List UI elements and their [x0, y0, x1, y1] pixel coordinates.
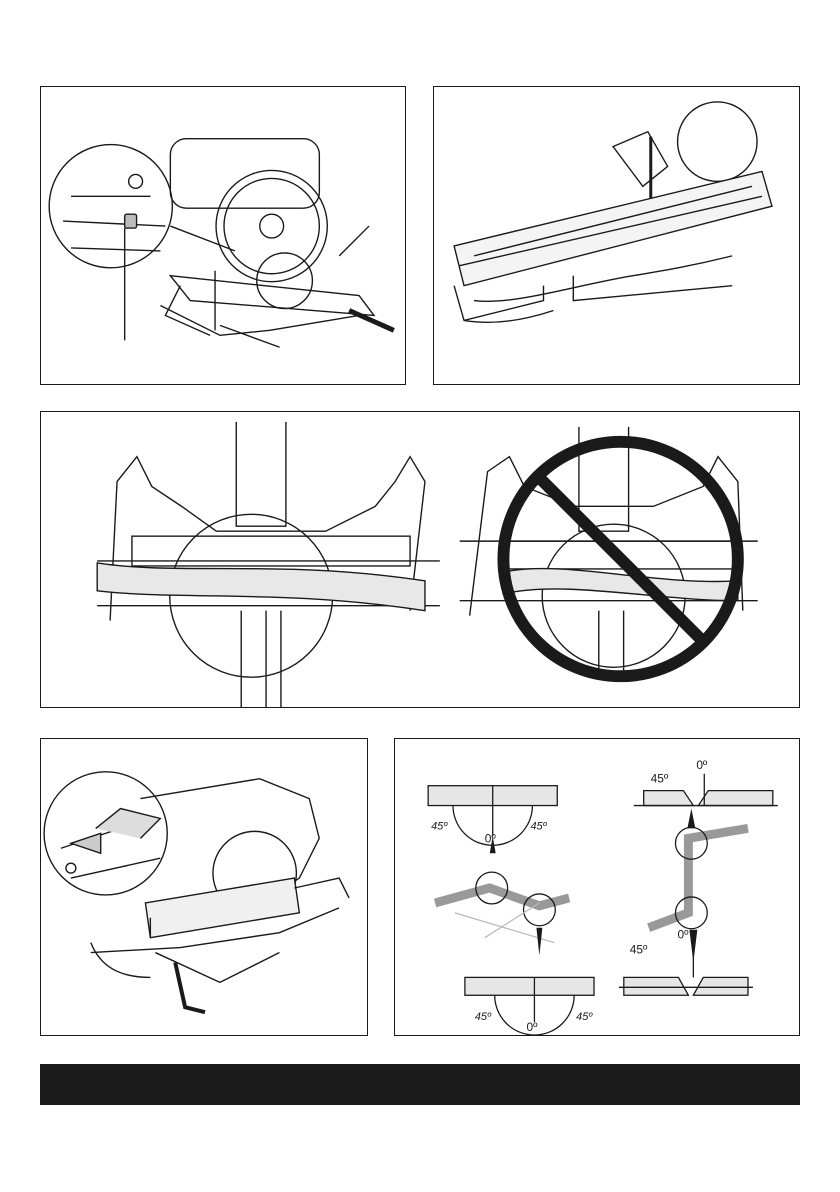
- figure-angle-joints: 0º 45º 45º 45º 0º 45º 45º 0º 0º 45º: [394, 738, 800, 1036]
- angle-label: 0º: [677, 928, 689, 942]
- angle-joints-illustration: 0º 45º 45º 45º 0º 45º 45º 0º 0º 45º: [395, 739, 799, 1035]
- figure-wood-facing: [40, 738, 368, 1036]
- angle-label: 0º: [526, 1020, 538, 1034]
- no-symbol-icon: [503, 442, 737, 676]
- warped-board: [97, 563, 425, 611]
- figure-vise-boards: [433, 86, 800, 385]
- figure-saw-clamp: [40, 86, 406, 385]
- angle-label: 45º: [630, 943, 648, 957]
- angle-label: 0º: [696, 758, 708, 772]
- footer-bar: [40, 1064, 800, 1105]
- angle-label: 45º: [431, 820, 448, 832]
- pointer-arrow: [689, 930, 697, 963]
- clamp-knob-icon: [125, 214, 137, 228]
- vise-boards-illustration: [434, 87, 799, 384]
- angle-label: 45º: [475, 1011, 492, 1023]
- wood-facing-illustration: [41, 739, 367, 1035]
- wood-facing: [145, 878, 299, 938]
- warped-board-illustration: [41, 412, 799, 707]
- figure-warped-board: [40, 411, 800, 708]
- saw-clamp-illustration: [41, 87, 405, 384]
- angle-label: 45º: [651, 772, 669, 786]
- angle-label: 45º: [576, 1011, 593, 1023]
- pointer-arrow: [687, 809, 695, 829]
- pointer-arrow: [536, 928, 542, 956]
- angle-label: 45º: [530, 820, 547, 832]
- angle-label: 0º: [485, 831, 497, 845]
